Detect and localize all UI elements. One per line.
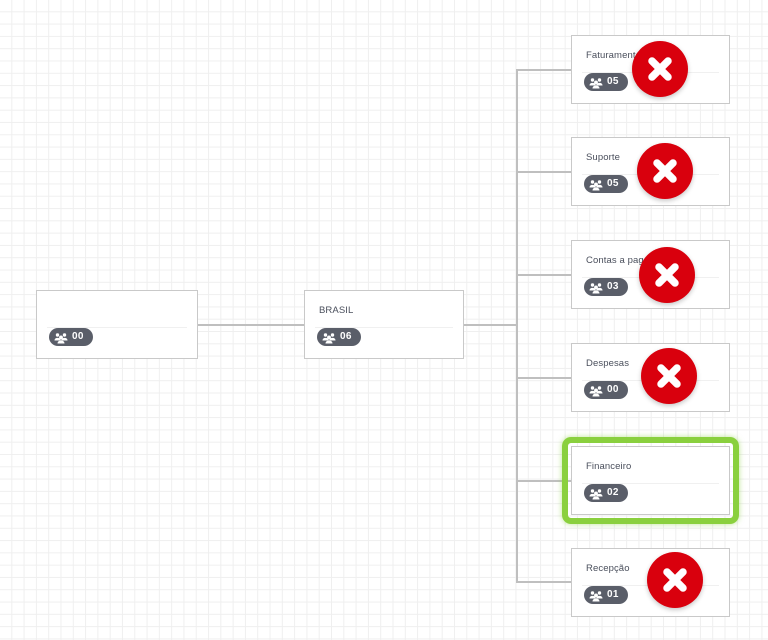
node-title: Faturamento (586, 50, 641, 61)
people-count-badge: 01 (584, 586, 628, 604)
node-title: Suporte (586, 152, 620, 163)
connector-branch-despesas (516, 377, 572, 379)
people-count-value: 03 (607, 281, 619, 292)
people-group-icon (322, 331, 336, 344)
people-count-badge: 00 (584, 381, 628, 399)
people-group-icon (589, 589, 603, 602)
connector-branch-contas-a-pagar (516, 274, 572, 276)
connector-trunk-vertical (516, 69, 518, 583)
people-count-badge: 02 (584, 484, 628, 502)
red-x-circle-icon[interactable] (637, 143, 693, 199)
people-count-value: 00 (72, 331, 84, 342)
connector-branch-suporte (516, 171, 572, 173)
red-x-circle-icon[interactable] (632, 41, 688, 97)
people-count-value: 01 (607, 589, 619, 600)
node-divider (315, 327, 453, 328)
node-title: Financeiro (586, 461, 632, 472)
people-count-badge: 03 (584, 278, 628, 296)
connector-brasil-to-trunk (464, 324, 518, 326)
people-group-icon (589, 384, 603, 397)
people-count-value: 05 (607, 178, 619, 189)
connector-branch-faturamento (516, 69, 572, 71)
people-count-value: 06 (340, 331, 352, 342)
people-count-badge: 00 (49, 328, 93, 346)
people-count-badge: 05 (584, 175, 628, 193)
connector-branch-recepcao (516, 581, 572, 583)
node-divider (582, 483, 719, 484)
selection-highlight-ring (562, 437, 739, 524)
node-title: BRASIL (319, 305, 354, 316)
people-group-icon (589, 487, 603, 500)
connector-root-to-brasil (198, 324, 305, 326)
red-x-circle-icon[interactable] (647, 552, 703, 608)
people-group-icon (589, 76, 603, 89)
node-divider (47, 327, 187, 328)
org-node-brasil[interactable]: BRASIL 06 (304, 290, 464, 359)
connector-branch-financeiro (516, 480, 572, 482)
node-title: Despesas (586, 358, 630, 369)
people-count-badge: 06 (317, 328, 361, 346)
people-count-value: 00 (607, 384, 619, 395)
people-group-icon (589, 178, 603, 191)
org-node-root[interactable]: 00 (36, 290, 198, 359)
people-count-value: 05 (607, 76, 619, 87)
people-count-value: 02 (607, 487, 619, 498)
org-node-financeiro[interactable]: Financeiro 02 (571, 446, 730, 515)
red-x-circle-icon[interactable] (639, 247, 695, 303)
node-title: Contas a pagar (586, 255, 653, 266)
people-group-icon (54, 331, 68, 344)
node-title: Recepção (586, 563, 630, 574)
red-x-circle-icon[interactable] (641, 348, 697, 404)
people-count-badge: 05 (584, 73, 628, 91)
people-group-icon (589, 281, 603, 294)
